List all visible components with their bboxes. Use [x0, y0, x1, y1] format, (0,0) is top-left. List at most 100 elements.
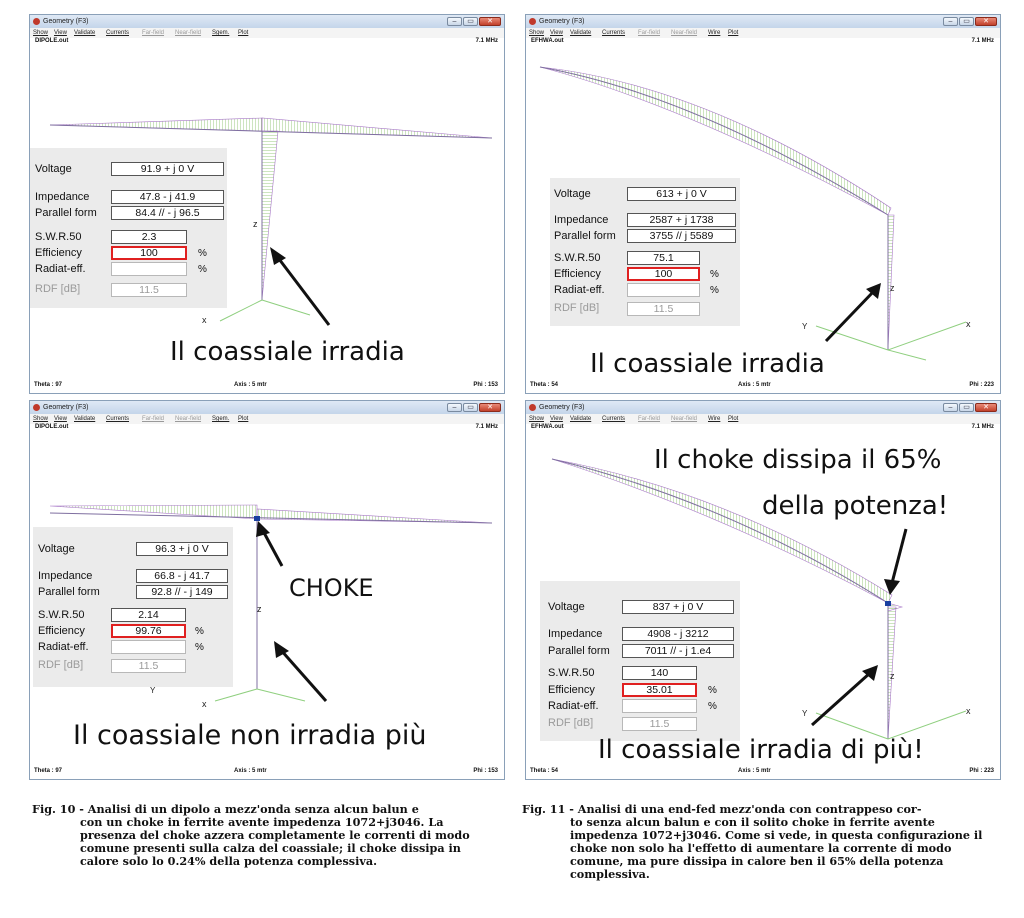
frequency: 7.1 MHz — [971, 424, 994, 430]
menu-plot[interactable]: Plot — [238, 30, 249, 36]
menu-bar: Show View Validate Currents Far-field Ne… — [30, 414, 504, 424]
axis-label-z: z — [257, 604, 262, 614]
arrow-to-choke — [260, 528, 284, 567]
menu-far-field[interactable]: Far-field — [142, 30, 165, 36]
efficiency-label: Efficiency — [548, 684, 595, 696]
menu-show[interactable]: Show — [33, 416, 49, 422]
theta-readout: Theta : 54 — [530, 382, 559, 388]
title-bar[interactable]: Geometry (F3) – ▭ ✕ — [526, 15, 1000, 28]
file-name: DIPOLE.out — [35, 38, 69, 44]
menu-currents[interactable]: Currents — [602, 416, 626, 422]
close-button[interactable]: ✕ — [479, 403, 501, 412]
menu-sgem[interactable]: Sgem. — [212, 30, 230, 36]
app-icon — [33, 404, 40, 411]
axis-label-y: Y — [802, 709, 808, 718]
axis-label-z: z — [253, 219, 258, 229]
theta-readout: Theta : 97 — [34, 382, 63, 388]
menu-show[interactable]: Show — [529, 30, 545, 36]
window-title: Geometry (F3) — [539, 404, 585, 411]
efficiency-unit: % — [198, 248, 207, 259]
efficiency-value: 35.01 — [622, 683, 697, 697]
arrow-head — [866, 283, 881, 299]
minimize-button[interactable]: – — [447, 17, 462, 26]
parallel-form-value: 84.4 // - j 96.5 — [111, 206, 224, 220]
results-panel: Voltage 613 + j 0 V Impedance 2587 + j 1… — [550, 178, 740, 326]
swr-value: 2.3 — [111, 230, 187, 244]
maximize-button[interactable]: ▭ — [463, 403, 478, 412]
impedance-value: 66.8 - j 41.7 — [136, 569, 228, 583]
axis-x — [219, 299, 263, 322]
radiat-eff-unit: % — [198, 264, 207, 275]
phi-readout: Phi : 223 — [969, 768, 994, 774]
menu-wire[interactable]: Wire — [708, 30, 721, 36]
menu-far-field[interactable]: Far-field — [142, 416, 165, 422]
axis-label-x: x — [966, 706, 971, 716]
geometry-view[interactable]: z x — [30, 15, 506, 395]
rdf-value: 11.5 — [622, 717, 697, 731]
window-title: Geometry (F3) — [539, 18, 585, 25]
axis-y — [256, 688, 306, 702]
minimize-button[interactable]: – — [943, 17, 958, 26]
menu-show[interactable]: Show — [33, 30, 49, 36]
menu-view[interactable]: View — [54, 416, 67, 422]
axis-label-y: Y — [802, 322, 808, 331]
menu-far-field[interactable]: Far-field — [638, 30, 661, 36]
arrow-to-coax — [278, 648, 328, 702]
menu-near-field[interactable]: Near-field — [175, 416, 202, 422]
menu-currents[interactable]: Currents — [106, 30, 130, 36]
menu-view[interactable]: View — [550, 416, 563, 422]
annotation-choke: CHOKE — [289, 574, 374, 602]
caption-body: to senza alcun balun e con il solito cho… — [570, 815, 983, 881]
geometry-view[interactable]: z x Y — [30, 401, 506, 781]
menu-plot[interactable]: Plot — [728, 416, 739, 422]
axis-readout: Axis : 5 mtr — [738, 768, 771, 774]
geometry-window-efhw-top: Geometry (F3) – ▭ ✕ Show View Validate C… — [525, 14, 1001, 394]
parallel-form-value: 92.8 // - j 149 — [136, 585, 228, 599]
minimize-button[interactable]: – — [943, 403, 958, 412]
menu-far-field[interactable]: Far-field — [638, 416, 661, 422]
efficiency-label: Efficiency — [554, 268, 601, 280]
figure-caption-10: Fig. 10 - Analisi di un dipolo a mezz'on… — [32, 803, 502, 868]
menu-near-field[interactable]: Near-field — [671, 30, 698, 36]
parallel-form-label: Parallel form — [35, 207, 97, 219]
parallel-form-value: 3755 // j 5589 — [627, 229, 736, 243]
caption-head: Fig. 11 - Analisi di una end-fed mezz'on… — [522, 802, 922, 816]
menu-currents[interactable]: Currents — [602, 30, 626, 36]
menu-near-field[interactable]: Near-field — [671, 416, 698, 422]
menu-show[interactable]: Show — [529, 416, 545, 422]
geometry-view[interactable]: z x Y — [526, 15, 1002, 395]
menu-currents[interactable]: Currents — [106, 416, 130, 422]
voltage-value: 91.9 + j 0 V — [111, 162, 224, 176]
phi-readout: Phi : 223 — [969, 382, 994, 388]
title-bar[interactable]: Geometry (F3) – ▭ ✕ — [30, 401, 504, 414]
menu-plot[interactable]: Plot — [238, 416, 249, 422]
close-button[interactable]: ✕ — [479, 17, 501, 26]
menu-validate[interactable]: Validate — [570, 416, 592, 422]
status-bar: Theta : 54 Axis : 5 mtr Phi : 223 — [526, 381, 1000, 393]
menu-validate[interactable]: Validate — [74, 30, 96, 36]
frequency: 7.1 MHz — [475, 38, 498, 44]
close-button[interactable]: ✕ — [975, 403, 997, 412]
annotation-text: Il coassiale irradia — [170, 337, 405, 367]
menu-view[interactable]: View — [550, 30, 563, 36]
close-button[interactable]: ✕ — [975, 17, 997, 26]
menu-view[interactable]: View — [54, 30, 67, 36]
menu-validate[interactable]: Validate — [74, 416, 96, 422]
axis-readout: Axis : 5 mtr — [738, 382, 771, 388]
title-bar[interactable]: Geometry (F3) – ▭ ✕ — [526, 401, 1000, 414]
menu-validate[interactable]: Validate — [570, 30, 592, 36]
maximize-button[interactable]: ▭ — [463, 17, 478, 26]
menu-sgem[interactable]: Sgem. — [212, 416, 230, 422]
voltage-value: 613 + j 0 V — [627, 187, 736, 201]
results-panel: Voltage 837 + j 0 V Impedance 4908 - j 3… — [540, 581, 740, 741]
geometry-view[interactable]: z x Y — [526, 401, 1002, 781]
rdf-label: RDF [dB] — [38, 659, 84, 671]
arrow-head-choke — [256, 521, 270, 537]
menu-near-field[interactable]: Near-field — [175, 30, 202, 36]
minimize-button[interactable]: – — [447, 403, 462, 412]
title-bar[interactable]: Geometry (F3) – ▭ ✕ — [30, 15, 504, 28]
menu-plot[interactable]: Plot — [728, 30, 739, 36]
maximize-button[interactable]: ▭ — [959, 17, 974, 26]
menu-wire[interactable]: Wire — [708, 416, 721, 422]
maximize-button[interactable]: ▭ — [959, 403, 974, 412]
